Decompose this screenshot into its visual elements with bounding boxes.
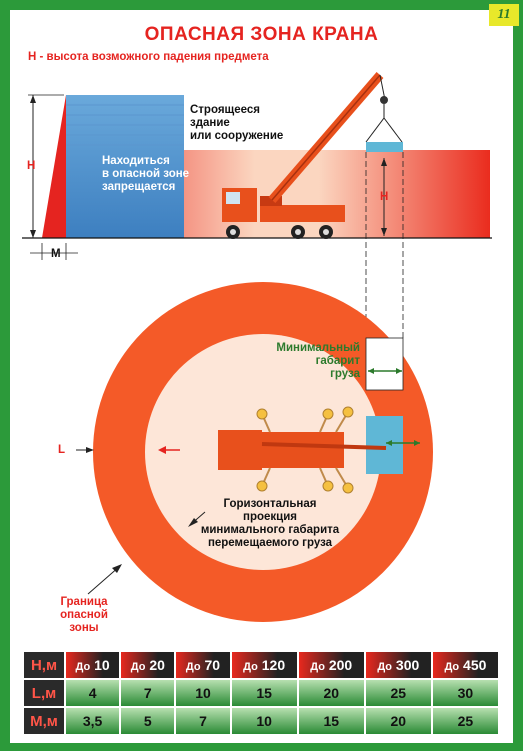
suspended-load — [366, 142, 403, 152]
load-projection-box — [366, 416, 403, 474]
table-cell: 25 — [430, 706, 501, 736]
table-cell: До 120 — [229, 650, 299, 680]
table-cell: До 20 — [119, 650, 177, 680]
table-row-m: М,м 3,5 5 7 10 15 20 25 — [22, 706, 501, 736]
table-cell: 10 — [229, 706, 299, 736]
crane-truck-side — [222, 72, 403, 239]
table-cell: 5 — [119, 706, 177, 736]
forbidden-label: Находиться в опасной зоне запрещается — [102, 155, 190, 193]
table-cell: До 300 — [363, 650, 433, 680]
h-label-right: Н — [380, 191, 389, 203]
table-cell: 20 — [296, 678, 366, 708]
table-row-l: L,м 4 7 10 15 20 25 30 — [22, 678, 501, 708]
page-number: 11 — [489, 4, 519, 26]
table-header-m: М,м — [22, 706, 66, 736]
building — [66, 95, 184, 238]
table-cell: 30 — [430, 678, 501, 708]
table-cell: 15 — [229, 678, 299, 708]
table-cell: До 200 — [296, 650, 366, 680]
table-header-h: Н,м — [22, 650, 66, 680]
table-cell: До 450 — [430, 650, 501, 680]
l-label: L — [58, 444, 66, 456]
table-cell: 7 — [119, 678, 177, 708]
table-row-h: Н,м До 10 До 20 До 70 До 120 До 200 До 3… — [22, 650, 501, 680]
m-label: М — [51, 248, 61, 260]
table-cell: До 10 — [63, 650, 122, 680]
min-size-label: Минимальный габарит груза — [276, 342, 360, 380]
table-cell: 4 — [63, 678, 122, 708]
boundary-label: Граница опасной зоны — [60, 596, 108, 634]
page-title: ОПАСНАЯ ЗОНА КРАНА — [144, 24, 379, 45]
table-cell: 25 — [363, 678, 433, 708]
table-header-l: L,м — [22, 678, 66, 708]
building-label: Строящееся здание или сооружение — [190, 104, 284, 142]
table-cell: 20 — [363, 706, 433, 736]
crane-top-view — [218, 406, 387, 494]
table-cell: 10 — [174, 678, 232, 708]
table-cell: 7 — [174, 706, 232, 736]
projection-label: Горизонтальная проекция минимального габ… — [200, 498, 340, 549]
min-load-box — [365, 337, 404, 391]
table-cell: 15 — [296, 706, 366, 736]
table-cell: 3,5 — [63, 706, 122, 736]
h-label-left: Н — [27, 160, 36, 172]
subtitle: Н - высота возможного падения предмета — [28, 51, 269, 63]
table-cell: До 70 — [174, 650, 232, 680]
fall-triangle — [42, 95, 66, 238]
distance-table: Н,м До 10 До 20 До 70 До 120 До 200 До 3… — [22, 650, 501, 736]
